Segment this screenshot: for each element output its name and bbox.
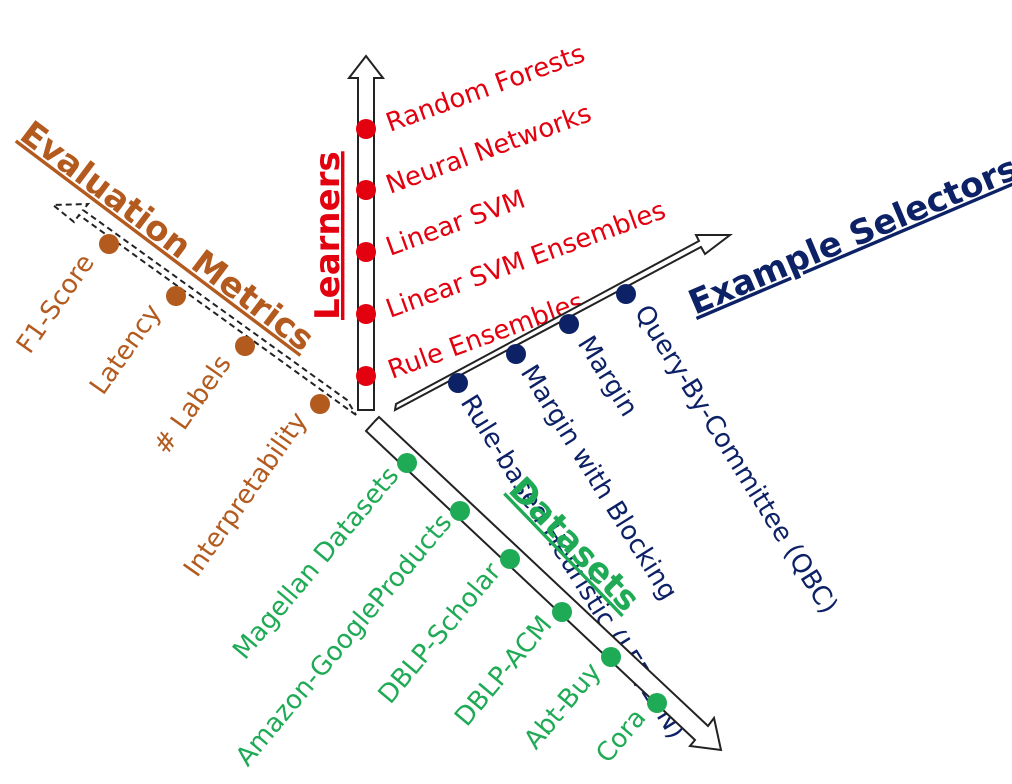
datasets-dot: [552, 602, 572, 622]
selectors-axis: Rule-based Heuristic (LFP/LFN) Margin wi…: [393, 148, 1012, 744]
datasets-arrow: [364, 415, 723, 752]
learners-dot: [356, 366, 376, 386]
learners-dot: [356, 304, 376, 324]
metrics-dot: [310, 394, 330, 414]
metrics-item-latency: Latency: [84, 299, 168, 400]
datasets-dot: [450, 501, 470, 521]
learners-dot: [356, 242, 376, 262]
metrics-item-interpretability: Interpretability: [178, 407, 314, 583]
selectors-dot: [448, 373, 468, 393]
metrics-axis: F1-Score Latency # Labels Interpretabili…: [11, 113, 357, 583]
selectors-dot: [616, 284, 636, 304]
metrics-dot: [166, 286, 186, 306]
learners-arrow: [346, 54, 386, 411]
metrics-item-f1-score: F1-Score: [11, 249, 101, 359]
metrics-arrow: [50, 202, 357, 416]
datasets-dot: [500, 549, 520, 569]
learners-dot: [356, 119, 376, 139]
selectors-dot: [506, 344, 526, 364]
datasets-axis: Magellan Datasets Amazon-GoogleProducts …: [227, 415, 723, 772]
selectors-arrow: [393, 234, 733, 412]
learners-title: Learners: [308, 151, 348, 320]
selectors-title: Example Selectors: [683, 148, 1012, 323]
datasets-dot: [397, 453, 417, 473]
datasets-dot: [601, 647, 621, 667]
metrics-dot: [235, 336, 255, 356]
learners-dot: [356, 180, 376, 200]
selectors-item-margin: Margin: [571, 331, 644, 422]
datasets-item-abt-buy: Abt-Buy: [518, 657, 607, 755]
selectors-dot: [559, 314, 579, 334]
datasets-dot: [647, 693, 667, 713]
datasets-item-cora: Cora: [590, 703, 652, 769]
metrics-dot: [99, 234, 119, 254]
metrics-item-labels: # Labels: [148, 350, 238, 460]
